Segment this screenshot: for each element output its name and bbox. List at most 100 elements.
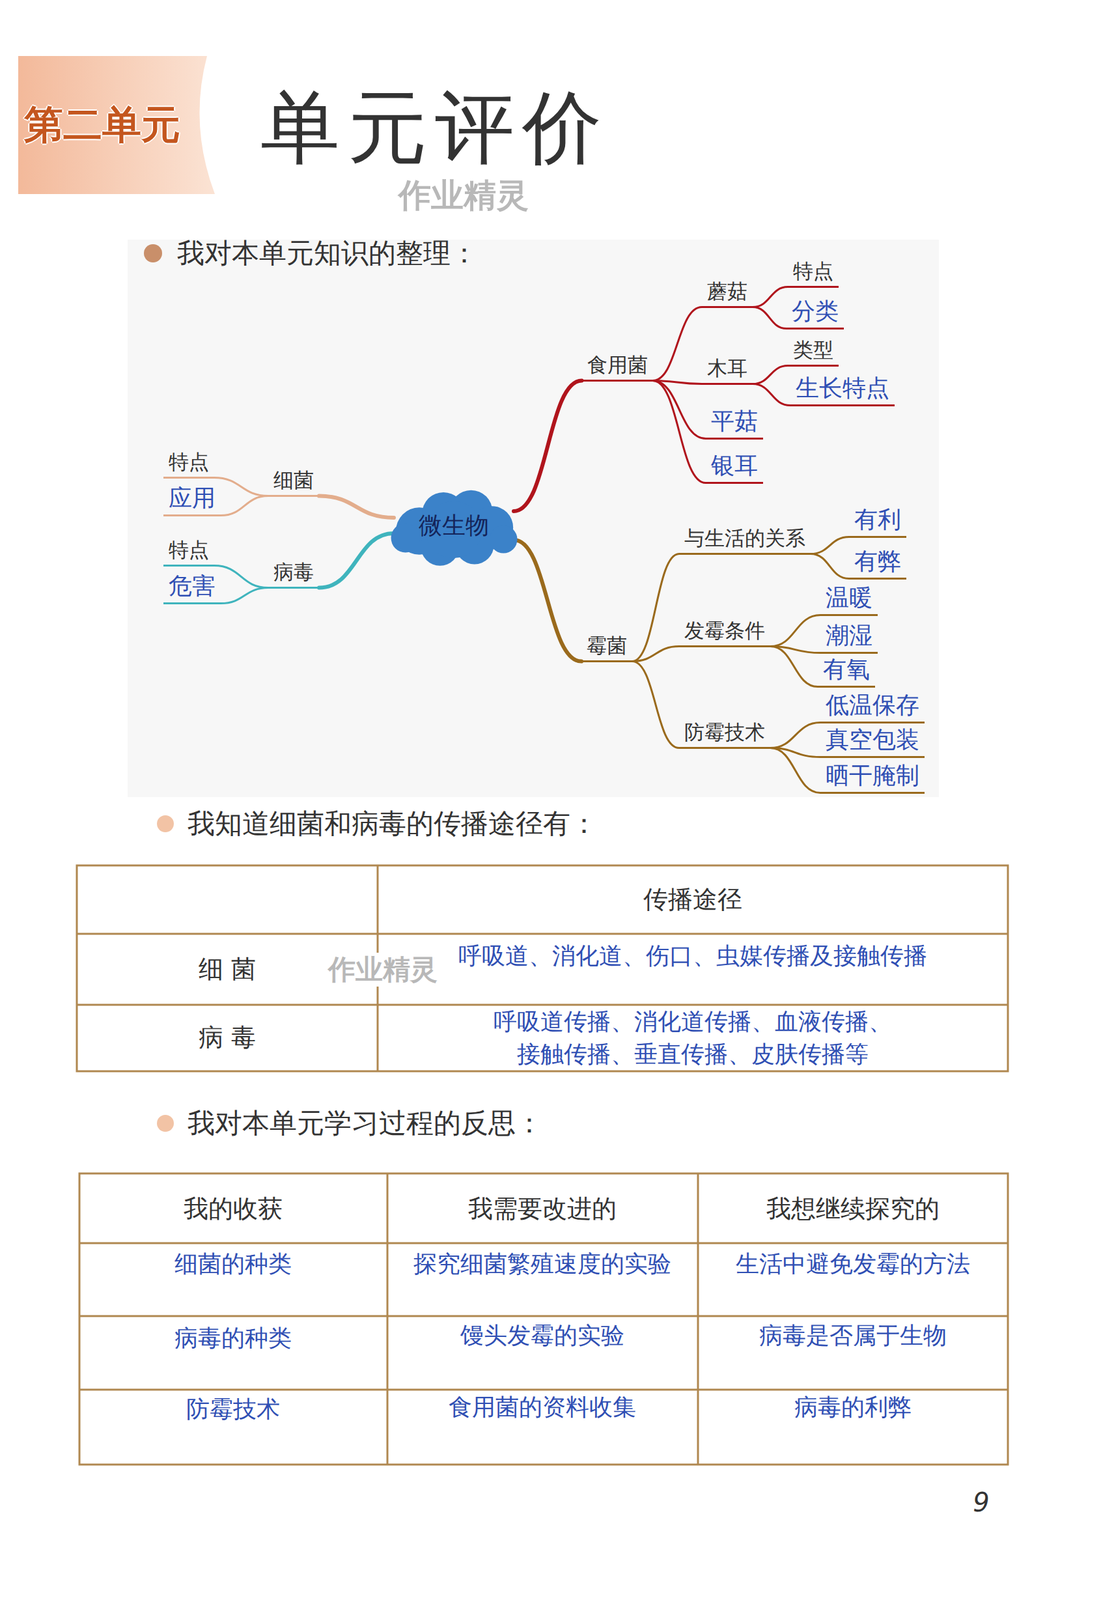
- branch-topic: 与生活的关系: [679, 526, 811, 555]
- branch-line: [513, 380, 583, 512]
- branch-topic: 特点: [163, 449, 215, 479]
- node-text: 生长特点: [795, 374, 890, 402]
- node-text: 蘑菇: [707, 279, 748, 303]
- branch-line: [319, 496, 394, 518]
- branch-topic: 食用菌: [582, 352, 654, 382]
- table-cell: 细菌的种类: [174, 1248, 292, 1279]
- branch-line: [214, 477, 269, 497]
- section-heading: 我对本单元知识的整理：: [177, 236, 478, 271]
- table-grid: [76, 865, 1008, 1072]
- branch-topic: 温暖: [820, 583, 878, 616]
- branch-line: [752, 287, 788, 308]
- row-header: 病 毒: [198, 1022, 256, 1054]
- branch-line: [770, 646, 818, 687]
- node-text: 有氧: [822, 655, 870, 683]
- branch-topic: 发霉条件: [679, 618, 771, 648]
- branch-line: [752, 307, 787, 329]
- table-cell: 生活中避免发霉的方法: [735, 1248, 971, 1279]
- node-text: 细菌: [273, 468, 314, 492]
- branch-topic: 潮湿: [820, 621, 878, 654]
- branch-topic: 特点: [163, 537, 215, 567]
- node-text: 温暖: [825, 584, 873, 611]
- table-header: 我需要改进的: [468, 1193, 617, 1225]
- node-text: 应用: [168, 484, 216, 512]
- branch-topic: 木耳: [701, 356, 753, 385]
- node-text: 有利: [854, 505, 902, 533]
- branch-topic: 霉菌: [581, 633, 633, 663]
- branch-line: [632, 554, 680, 662]
- node-text: 特点: [793, 259, 834, 283]
- page-title: 单元评价: [260, 78, 610, 178]
- central-cloud: 微生物: [384, 482, 523, 570]
- node-text: 与生活的关系: [684, 526, 806, 550]
- branch-line: [752, 384, 791, 406]
- table-cell: 食用菌的资料收集: [448, 1392, 637, 1422]
- table-header: 传播途径: [643, 884, 743, 916]
- branch-topic: 类型: [787, 337, 839, 367]
- branch-topic: 细菌: [268, 468, 320, 497]
- table-cell: 呼吸道传播、消化道传播、血液传播、 接触传播、垂直传播、皮肤传播等: [481, 1005, 905, 1072]
- branch-topic: 分类: [786, 296, 844, 330]
- branch-line: [513, 539, 582, 662]
- node-text: 真空包装: [825, 725, 920, 753]
- branch-line: [770, 615, 821, 647]
- node-text: 微生物: [418, 511, 489, 540]
- table-cell: 病毒的种类: [174, 1323, 292, 1353]
- section-heading: 我对本单元学习过程的反思：: [187, 1106, 544, 1141]
- branch-line: [653, 380, 707, 484]
- branch-topic: 病毒: [268, 559, 320, 589]
- unit-tab-text: 第二单元: [24, 100, 181, 150]
- branch-line: [810, 537, 850, 555]
- table-cell: 防霉技术: [186, 1393, 280, 1424]
- branch-topic: 生长特点: [790, 373, 895, 407]
- bullet: [156, 1114, 174, 1132]
- cloud-lobe: [489, 524, 517, 553]
- node-text: 木耳: [707, 356, 748, 380]
- branch-topic: 应用: [163, 483, 221, 517]
- branch-topic: 银耳: [705, 451, 764, 484]
- branch-topic: 有利: [849, 505, 907, 538]
- branch-topic: 防霉技术: [679, 720, 771, 749]
- unit-tab: [18, 55, 215, 195]
- page-number: 9: [972, 1485, 990, 1519]
- table-cell: 病毒的利弊: [794, 1392, 912, 1422]
- branch-line: [770, 722, 821, 749]
- branch-topic: 蘑菇: [701, 279, 753, 308]
- table-cell: 病毒是否属于生物: [759, 1320, 947, 1350]
- node-text: 特点: [168, 537, 210, 562]
- watermark: 作业精灵: [325, 952, 441, 988]
- node-text: 危害: [168, 572, 216, 600]
- branch-topic: 危害: [163, 571, 221, 605]
- branch-topic: 有弊: [849, 546, 907, 580]
- branch-topic: 真空包装: [820, 725, 925, 758]
- branch-line: [214, 565, 269, 588]
- node-text: 晒干腌制: [825, 761, 920, 789]
- node-text: 有弊: [854, 547, 902, 575]
- node-text: 平菇: [710, 407, 758, 435]
- row-header: 细 菌: [198, 953, 256, 986]
- node-text: 潮湿: [825, 621, 873, 649]
- node-text: 特点: [168, 449, 210, 474]
- branch-line: [319, 533, 394, 588]
- table-cell: 馒头发霉的实验: [460, 1320, 625, 1350]
- branch-topic: 低温保存: [820, 690, 925, 724]
- node-text: 分类: [791, 297, 839, 325]
- branch-topic: 平菇: [705, 406, 764, 440]
- cloud-lobe: [391, 522, 421, 553]
- mindmap-panel: [127, 239, 939, 797]
- node-text: 病毒: [273, 559, 314, 584]
- watermark: 作业精灵: [395, 175, 532, 217]
- section-heading: 我知道细菌和病毒的传播途径有：: [187, 806, 598, 842]
- branch-line: [632, 646, 680, 662]
- node-text: 霉菌: [586, 633, 628, 657]
- table-cell: 呼吸道、消化道、伤口、虫媒传播及接触传播: [458, 940, 928, 971]
- branch-line: [810, 554, 850, 579]
- node-text: 低温保存: [825, 691, 920, 719]
- branch-line: [752, 365, 788, 385]
- table-cell: 探究细菌繁殖速度的实验: [413, 1248, 672, 1279]
- branch-line: [770, 748, 821, 794]
